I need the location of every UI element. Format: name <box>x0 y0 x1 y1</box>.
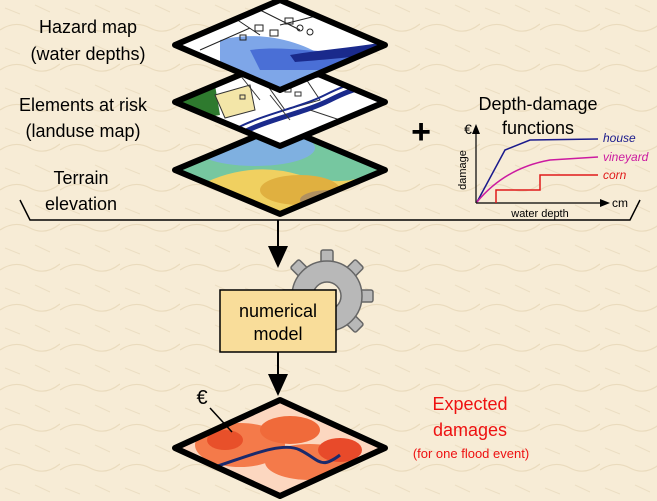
corn-legend: corn <box>603 168 627 182</box>
model-label: numerical <box>239 301 317 321</box>
elements-at-risk-label: Elements at risk <box>19 95 148 115</box>
euro-marker: € <box>196 387 207 409</box>
depth-damage-subtitle: functions <box>502 118 574 138</box>
x-axis-unit: cm <box>612 196 628 210</box>
euro-pointer-line <box>209 407 233 433</box>
down-arrow-icon <box>268 374 288 396</box>
plus-sign: + <box>411 113 431 151</box>
y-axis-unit: € <box>464 121 472 137</box>
expected-damages-subtitle: damages <box>433 420 507 440</box>
model-sublabel: model <box>253 324 302 344</box>
hazard-map-label: Hazard map <box>39 17 137 37</box>
y-axis-label: damage <box>457 150 469 190</box>
grouping-bracket <box>19 199 641 221</box>
depth-damage-chart: Depth-damage functions € damage cm water… <box>457 94 649 220</box>
elements-at-risk-sublabel: (landuse map) <box>25 121 140 141</box>
house-curve <box>476 138 599 203</box>
down-arrow-icon <box>268 246 288 268</box>
arrow-to-output <box>268 352 288 396</box>
terrain-label: Terrain <box>53 168 108 188</box>
depth-damage-title: Depth-damage <box>478 94 597 114</box>
vineyard-legend: vineyard <box>603 150 649 164</box>
y-axis-arrow-icon <box>472 124 480 134</box>
hazard-map-sublabel: (water depths) <box>30 44 145 64</box>
expected-damages-title: Expected <box>432 394 507 414</box>
terrain-sublabel: elevation <box>45 194 117 214</box>
arrow-to-model <box>268 220 288 268</box>
vineyard-curve <box>476 156 599 203</box>
x-axis-label: water depth <box>510 208 568 220</box>
flood-event-note: (for one flood event) <box>413 446 529 461</box>
numerical-model-box: numerical model <box>219 289 337 353</box>
house-legend: house <box>603 131 636 145</box>
x-axis-arrow-icon <box>600 199 610 207</box>
corn-curve <box>495 174 598 203</box>
